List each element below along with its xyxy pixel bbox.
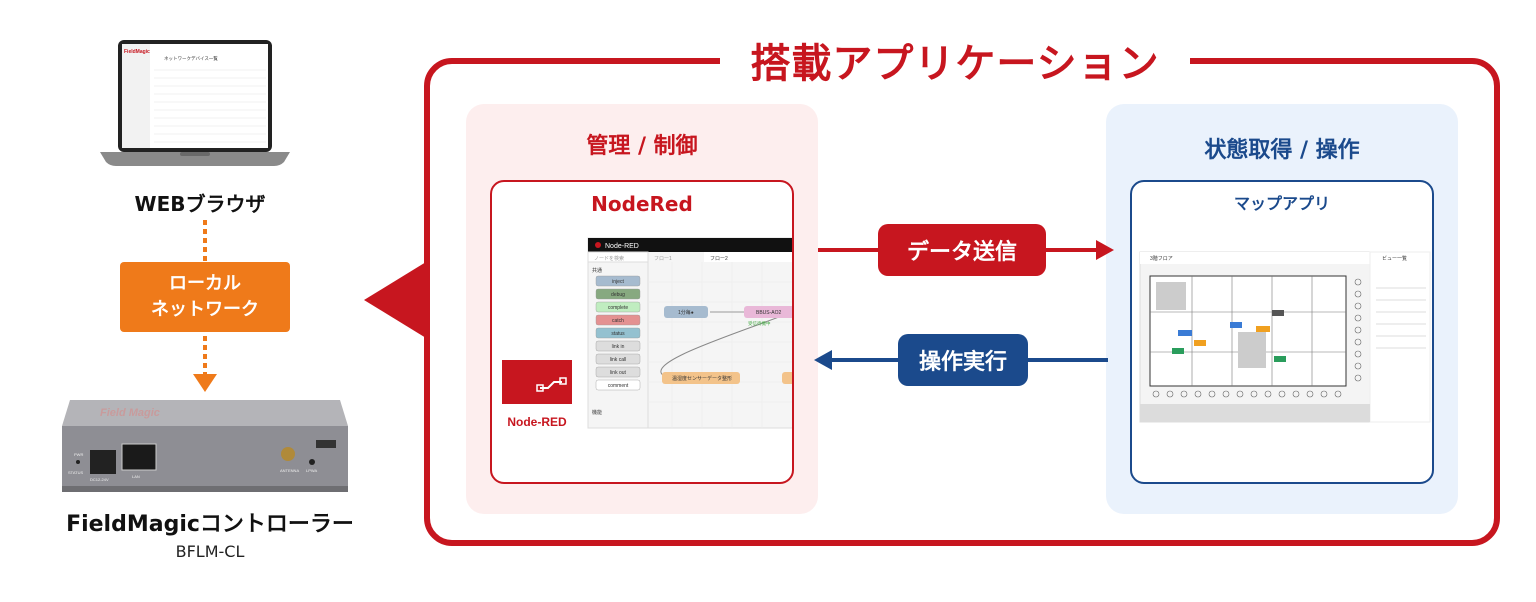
palette-node-label: catch — [612, 318, 624, 324]
palette-node-label: comment — [608, 383, 629, 389]
palette-node-label: complete — [608, 305, 629, 311]
controller-image: Field Magic PWR STATUS DC12-24V LAN ANTE… — [62, 400, 348, 492]
palette-nodes: inject debug complete catch status link in lin… — [595, 275, 641, 391]
svg-text:PWR: PWR — [74, 452, 83, 457]
palette-node-3 — [595, 314, 641, 326]
data-send-label: データ送信 — [878, 224, 1046, 276]
svg-text:1分毎●: 1分毎● — [678, 309, 694, 316]
controller-model: BFLM-CL — [175, 542, 245, 561]
map-app-box: 3階フロア ビュー一覧 — [1130, 180, 1434, 484]
flow-node-function — [662, 372, 740, 384]
palette-node-7 — [595, 366, 641, 378]
palette-node-8 — [595, 379, 641, 391]
svg-text:LAN: LAN — [132, 474, 140, 479]
nodered-header — [588, 238, 792, 252]
right-panel-title: 状態取得 / 操作 — [1204, 138, 1360, 163]
network-label-line2: ネットワーク — [151, 299, 259, 320]
svg-text:FieldMagic: FieldMagic — [124, 49, 150, 55]
flow-node-bbus — [744, 306, 792, 318]
down-arrowhead — [193, 374, 217, 392]
svg-text:Field Magic: Field Magic — [100, 407, 160, 419]
palette-node-label: link call — [610, 357, 626, 363]
svg-text:ビュー一覧: ビュー一覧 — [1382, 255, 1407, 262]
map-app-screenshot: 3階フロア ビュー一覧 — [1139, 251, 1431, 423]
network-arrow — [193, 220, 217, 392]
left-panel-title: 管理 / 制御 — [586, 134, 698, 159]
laptop-image: FieldMagic ネットワークデバイス一覧 — [100, 40, 290, 166]
svg-text:ANTENNA: ANTENNA — [280, 468, 299, 473]
palette-node-label: link out — [610, 370, 626, 376]
main-title: 搭載アプリケーション — [720, 30, 1190, 90]
svg-text:受信待機中: 受信待機中 — [748, 320, 771, 327]
svg-text:LPWA: LPWA — [306, 468, 318, 473]
svg-text:3階フロア: 3階フロア — [1150, 255, 1173, 262]
palette-node-1 — [595, 288, 641, 300]
palette-node-label: link in — [612, 344, 625, 350]
search-input: ノードを検索 — [594, 255, 624, 262]
palette-node-label: status — [611, 331, 625, 337]
palette-node-label: inject — [612, 279, 624, 285]
nodered-box: Node-RED Node-RED ノードを検索 フロー1 フロー2 共通 in… — [490, 180, 794, 484]
network-label-line1: ローカル — [169, 273, 241, 294]
palette-node-5 — [595, 340, 641, 352]
svg-text:STATUS: STATUS — [68, 470, 84, 475]
palette-node-2 — [595, 301, 641, 313]
svg-text:フロー2: フロー2 — [710, 256, 728, 262]
svg-text:BBUS-AO2: BBUS-AO2 — [756, 310, 782, 316]
nodered-title: NodeRed — [591, 192, 693, 216]
palette-node-label: debug — [611, 292, 625, 298]
palette-node-6 — [595, 353, 641, 365]
svg-text:ネットワークデバイス一覧: ネットワークデバイス一覧 — [164, 55, 218, 62]
pointer-triangle — [364, 262, 426, 338]
palette-node-0 — [595, 275, 641, 287]
local-network-box: ローカル ネットワーク — [120, 262, 290, 332]
send-arrowhead — [1096, 240, 1114, 260]
svg-text:DC12-24V: DC12-24V — [90, 477, 109, 482]
svg-text:Node-RED: Node-RED — [605, 243, 639, 250]
nodered-logo-text: Node-RED — [507, 415, 567, 429]
svg-text:共通: 共通 — [592, 267, 602, 274]
execute-label: 操作実行 — [898, 334, 1028, 386]
svg-text:温湿度センサーデータ整形: 温湿度センサーデータ整形 — [672, 375, 732, 382]
controller-name: FieldMagicコントローラー — [66, 512, 354, 537]
svg-text:機能: 機能 — [592, 409, 602, 416]
nodered-screenshot: Node-RED Node-RED ノードを検索 フロー1 フロー2 共通 in… — [502, 237, 792, 429]
browser-label: WEBブラウザ — [134, 192, 266, 216]
svg-text:フロー1: フロー1 — [654, 256, 672, 262]
palette-node-4 — [595, 327, 641, 339]
map-app-title: マップアプリ — [1233, 194, 1330, 213]
flow-node-inject — [664, 306, 708, 318]
execute-arrowhead — [814, 350, 832, 370]
